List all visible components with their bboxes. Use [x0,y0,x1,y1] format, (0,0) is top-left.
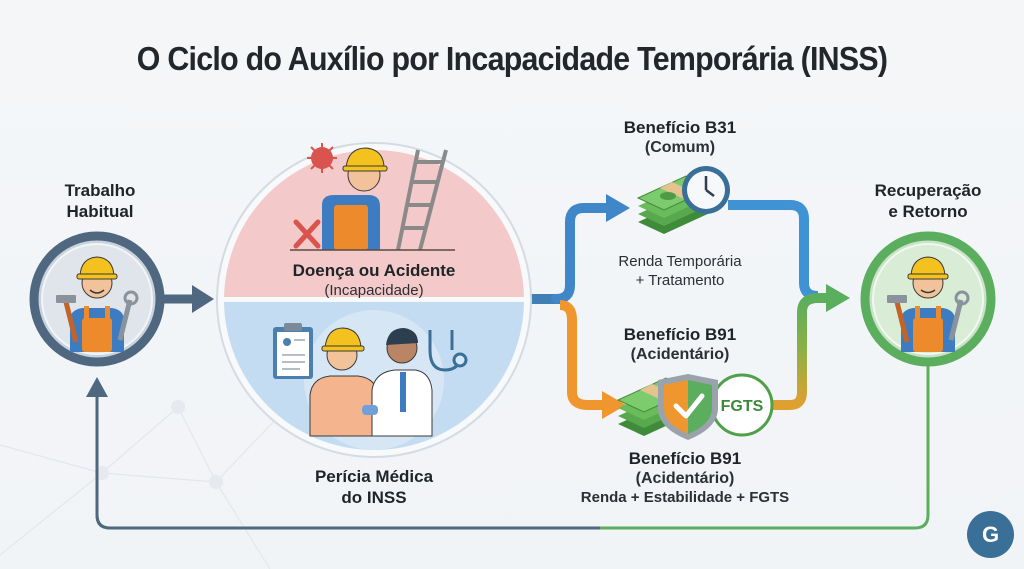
cross-mark-icon [293,219,321,249]
b91-header: Benefício B91 (Acidentário) [600,324,760,364]
svg-text:FGTS: FGTS [721,398,764,415]
worker-icon [887,256,970,352]
b31-subtitle: (Comum) [644,139,716,156]
brand-logo: G [967,511,1014,558]
incapacity-label-line2: (Incapacidade) [324,282,424,299]
injured-worker-icon [322,147,388,250]
recovery-label-line1: Recuperação [874,181,982,200]
clipboard-icon [273,323,313,379]
exam-label-line1: Perícia Médica [314,467,434,486]
b91-bottom-subtitle: (Acidentário) [635,470,735,487]
b31-description: Renda Temporária + Tratamento [590,252,770,290]
page-title: O Ciclo do Auxílio por Incapacidade Temp… [136,40,888,77]
shield-check-icon [658,374,718,440]
exam-label: Perícia Médica do INSS [274,466,474,508]
patient-icon [309,327,379,437]
virus-icon [307,143,337,173]
b91-bottom-title: Benefício B91 [628,449,742,468]
b91-bottom-desc: Renda + Estabilidade + FGTS [580,489,790,506]
exam-label-line2: do INSS [341,488,407,507]
recovery-label-line2: e Retorno [888,202,968,221]
work-label-line2: Habitual [66,202,134,221]
clock-icon [682,166,730,214]
incapacity-label: Doença ou Acidente (Incapacidade) [274,260,474,300]
arrow-work-to-incapacity [160,285,214,313]
b91-subtitle: (Acidentário) [630,346,730,363]
doctor-icon [362,328,433,437]
ladder-icon [396,149,448,251]
b31-header: Benefício B31 (Comum) [600,117,760,157]
b31-title: Benefício B31 [623,118,737,137]
incapacity-label-line1: Doença ou Acidente [292,261,456,280]
b31-desc-line1: Renda Temporária [618,253,742,270]
worker-icon [56,256,139,352]
b91-footer: Benefício B91 (Acidentário) Renda + Esta… [580,448,790,507]
recovery-node-label: Recuperação e Retorno [858,180,998,222]
work-node-label: Trabalho Habitual [40,180,160,222]
b31-desc-line2: + Tratamento [635,272,725,289]
work-label-line1: Trabalho [64,181,136,200]
stethoscope-icon [428,330,468,372]
b91-title: Benefício B91 [623,325,737,344]
